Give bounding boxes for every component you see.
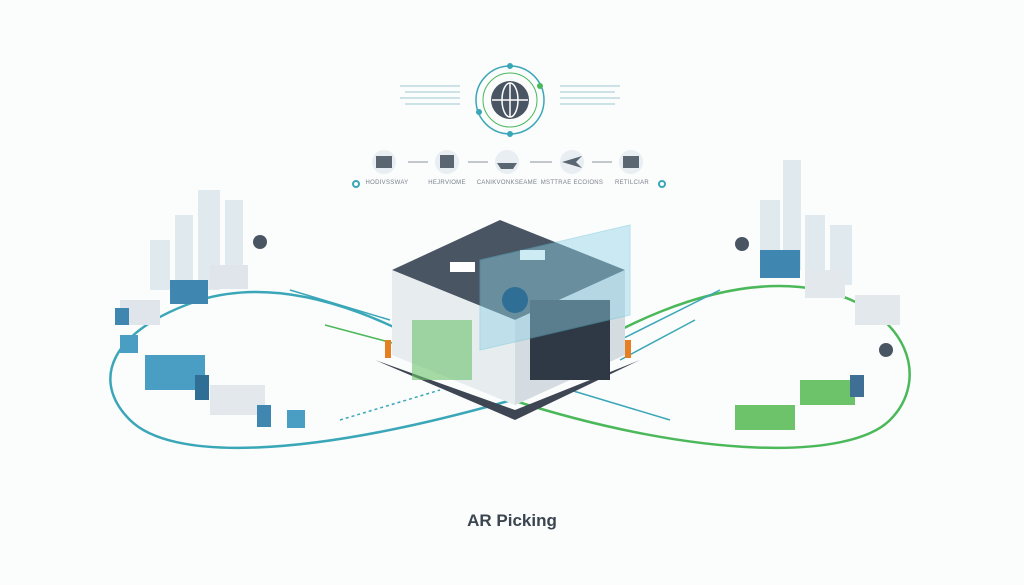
warehouse (375, 220, 640, 420)
flow-icons (352, 150, 666, 188)
page-title: AR Picking (467, 511, 557, 530)
location-pin-icons (253, 235, 893, 357)
globe-icon (400, 63, 620, 137)
flow-step-label: HODIVSSWAY (365, 180, 409, 186)
flow-step-label: CANIKVONKSEAME (476, 180, 538, 186)
right-route-loop (511, 284, 911, 450)
trucks-left (115, 265, 305, 428)
left-route-loop (109, 290, 513, 450)
trucks-right (735, 250, 900, 430)
flow-step-label: RETILCIAR (614, 180, 650, 186)
flow-step-label: MSTTRAE ECOIONS (540, 180, 604, 186)
flow-step-label: HEJRVIOME (428, 180, 466, 186)
user-avatar-icon (502, 287, 528, 313)
ar-holographic-panel (479, 224, 631, 351)
